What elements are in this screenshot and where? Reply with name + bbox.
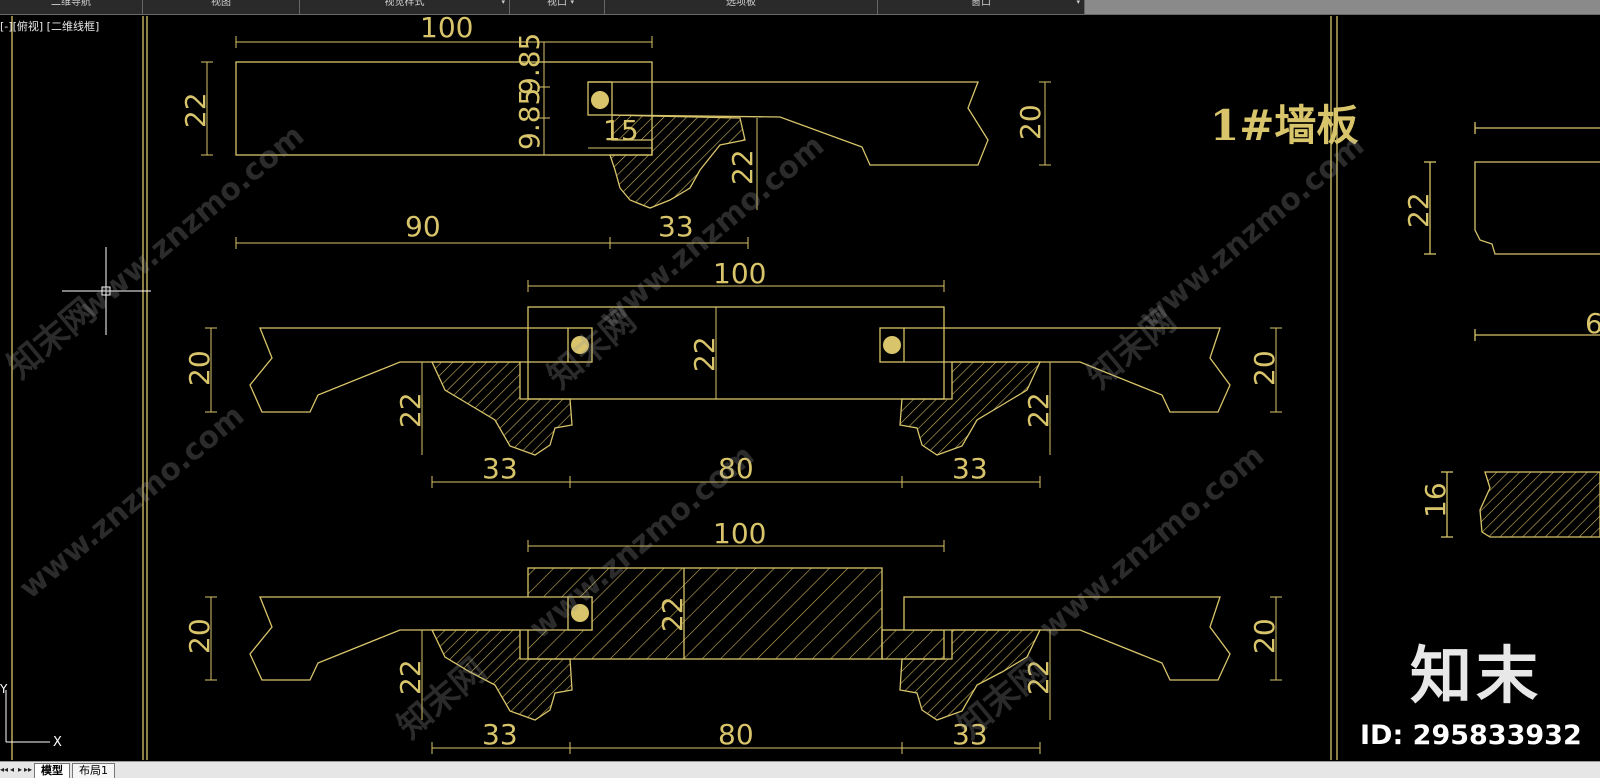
dim-label: 20 — [1248, 618, 1281, 654]
ribbon-tab-window[interactable]: 窗口 ▾ — [878, 0, 1085, 14]
dim-label: 20 — [183, 618, 216, 654]
detail-middle: 100 20 22 22 22 20 33 80 33 — [183, 257, 1282, 488]
prev-tab-button[interactable]: ◂ — [9, 765, 14, 774]
dim-label: 33 — [952, 452, 988, 485]
ribbon-tab-viewport[interactable]: 视口▾ — [510, 0, 605, 14]
tab-label: 视口 — [547, 0, 567, 8]
view-control[interactable]: [俯视] — [12, 20, 44, 33]
ribbon-tab-nav[interactable]: 二维导航 — [0, 0, 143, 14]
tab-model[interactable]: 模型 — [34, 762, 70, 778]
drawing-canvas[interactable]: Y X 100 22 9.85 9 — [0, 14, 1600, 761]
watermark-text: 知末网 — [540, 301, 644, 397]
dim-label: 20 — [1014, 104, 1047, 140]
ucs-x-label: X — [53, 735, 62, 750]
dim-label: 22 — [726, 149, 759, 185]
dim-label: 9.85 — [513, 33, 546, 95]
dim-label: 20 — [1248, 350, 1281, 386]
dim-label: 15 — [603, 114, 639, 147]
dim-label: 100 — [713, 257, 766, 290]
dim-label: 22 — [394, 659, 427, 695]
brand-logo: 知末 — [1410, 639, 1543, 712]
watermark-text: www.znzmo.com — [13, 398, 251, 606]
watermark-text: www.znzmo.com — [1133, 128, 1371, 336]
dim-label: 20 — [183, 350, 216, 386]
frame-lines — [11, 16, 1338, 760]
ribbon-tab-palettes[interactable]: 选项板 — [605, 0, 878, 14]
dim-label: 33 — [658, 210, 694, 243]
layout-tab-bar: ◂◂ ◂ ▸ ▸▸ 模型 布局1 — [0, 761, 1600, 778]
ribbon: 二维导航 视图 视觉样式▾ 视口▾ 选项板 窗口▾ — [0, 0, 1600, 15]
dim-label: 16 — [1419, 482, 1452, 518]
dim-label: 33 — [952, 718, 988, 751]
detail-top: 100 22 9.85 9.85 15 22 20 90 33 — [179, 14, 1051, 249]
dim-label: 80 — [718, 452, 754, 485]
dim-label: 33 — [482, 452, 518, 485]
dim-label: 100 — [420, 14, 473, 44]
tab-label: 视觉样式 — [384, 0, 425, 8]
dim-label: 80 — [718, 718, 754, 751]
tab-label: 视图 — [211, 0, 231, 8]
last-tab-button[interactable]: ▸▸ — [24, 765, 33, 774]
dim-label: 22 — [1022, 392, 1055, 428]
dim-label: 22 — [394, 392, 427, 428]
dim-label: 22 — [1022, 659, 1055, 695]
tab-label: 选项板 — [726, 0, 756, 8]
tab-label: 窗口 — [971, 0, 991, 8]
ribbon-tab-view[interactable]: 视图 — [143, 0, 300, 14]
ucs-icon: Y X — [0, 682, 62, 750]
chevron-down-icon: ▾ — [501, 0, 505, 6]
ribbon-filler — [1085, 0, 1600, 14]
chevron-down-icon: ▾ — [1076, 0, 1080, 6]
crosshair-cursor — [62, 247, 151, 335]
dim-label: 9.85 — [513, 88, 546, 150]
brand-id: ID: 295833932 — [1360, 720, 1582, 751]
dim-label: 22 — [1402, 192, 1435, 228]
dim-label: 6 — [1585, 307, 1600, 340]
watermark-text: 知末网 — [0, 291, 104, 387]
viewport-menu-control[interactable]: [-] — [0, 20, 13, 33]
chevron-down-icon: ▾ — [570, 0, 574, 6]
dim-label: 22 — [656, 596, 689, 632]
ucs-y-label: Y — [0, 682, 8, 696]
dim-label: 90 — [405, 210, 441, 243]
tab-layout1[interactable]: 布局1 — [72, 762, 115, 778]
ribbon-tab-visual-style[interactable]: 视觉样式 ▾ — [300, 0, 510, 14]
brand-watermark: 知末 ID: 295833932 — [1360, 640, 1600, 760]
tab-label: 二维导航 — [51, 0, 91, 8]
detail-bottom: 100 20 22 22 22 20 33 80 33 — [183, 517, 1282, 754]
next-tab-button[interactable]: ▸ — [17, 765, 22, 774]
visual-style-control[interactable]: [二维线框] — [46, 20, 100, 33]
first-tab-button[interactable]: ◂◂ — [0, 765, 9, 774]
dim-label: 22 — [179, 92, 212, 128]
dim-label: 33 — [482, 718, 518, 751]
detail-right-partial: 22 6 16 — [1402, 122, 1600, 538]
watermark-text: www.znzmo.com — [73, 118, 311, 326]
viewport-controls: [-][俯视] [二维线框] — [0, 18, 99, 34]
dim-label: 22 — [688, 336, 721, 372]
drawing-title: 1#墙板 — [1210, 101, 1358, 150]
dim-label: 100 — [713, 517, 766, 550]
